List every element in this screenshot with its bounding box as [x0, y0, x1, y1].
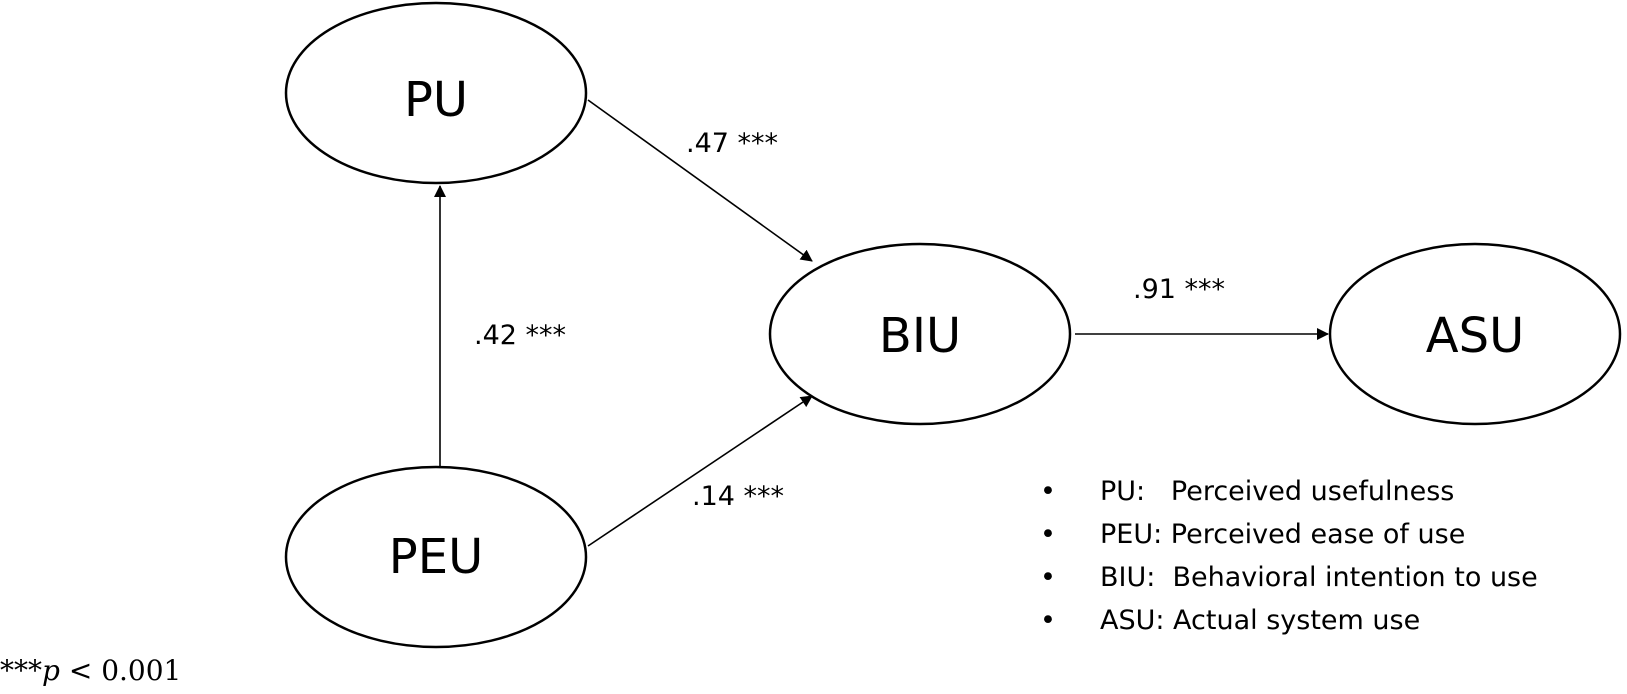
- node-pu-label: PU: [404, 72, 468, 128]
- node-biu-label: BIU: [879, 308, 961, 364]
- node-asu: ASU: [1328, 242, 1622, 426]
- edge-peu-to-biu-label: .14 ***: [692, 481, 784, 512]
- legend-item-pu: PU: Perceived usefulness: [1040, 470, 1538, 513]
- footnote-threshold: < 0.001: [59, 654, 182, 687]
- footnote-p-symbol: p: [42, 654, 60, 687]
- node-pu: PU: [284, 1, 588, 185]
- legend-item-biu: BIU: Behavioral intention to use: [1040, 556, 1538, 599]
- legend-item-asu: ASU: Actual system use: [1040, 599, 1538, 642]
- edge-pu-to-biu: [587, 99, 813, 262]
- edge-peu-to-pu-label: .42 ***: [474, 320, 566, 351]
- edge-pu-to-biu-label: .47 ***: [686, 128, 778, 159]
- node-peu-label: PEU: [389, 529, 483, 585]
- node-asu-label: ASU: [1426, 308, 1524, 364]
- legend: PU: Perceived usefulness PEU: Perceived …: [1040, 470, 1538, 642]
- footnote-stars: ***: [0, 654, 42, 687]
- edge-peu-to-biu: [587, 395, 813, 547]
- node-peu: PEU: [284, 465, 588, 649]
- edge-biu-to-asu-label: .91 ***: [1133, 274, 1225, 305]
- legend-item-peu: PEU: Perceived ease of use: [1040, 513, 1538, 556]
- significance-footnote: ***p < 0.001: [0, 654, 181, 687]
- node-biu: BIU: [768, 242, 1072, 426]
